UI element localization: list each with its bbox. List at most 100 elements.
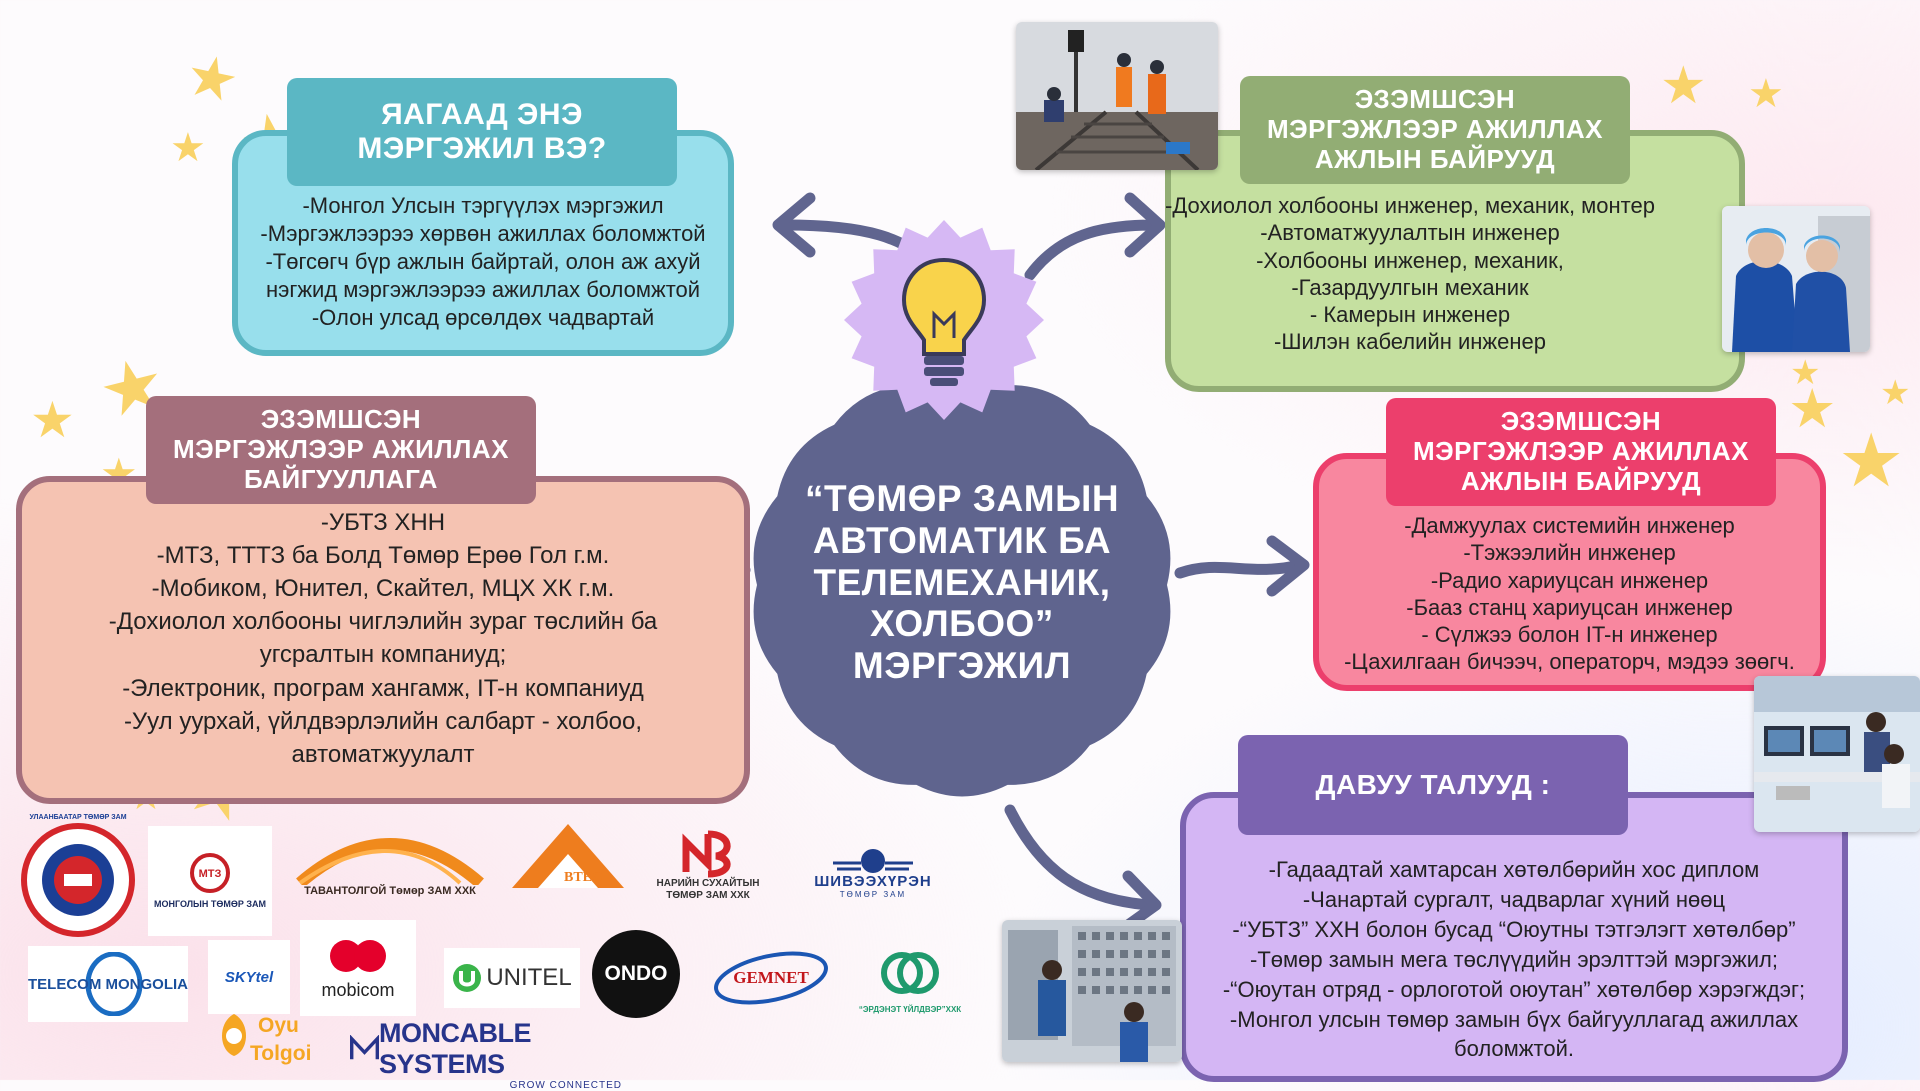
list-item: - Сүлжээ болон IT-н инженер xyxy=(1421,622,1718,648)
advantages-header: ДАВУУ ТАЛУУД : xyxy=(1238,735,1628,835)
jobs-pink-list: -Дамжуулах системийн инженер -Тэжээлийн … xyxy=(1313,512,1826,676)
photo-control-room xyxy=(1754,676,1920,832)
list-item: -Цахилгаан бичээч, операторч, мэдээ зөөг… xyxy=(1344,649,1795,675)
list-item: нэгжид мэргэжлээрээ ажиллах боломжтой xyxy=(265,276,701,302)
logo-skytel: SKYtel xyxy=(208,940,290,1014)
logo-moncable-sub: GROW CONNECTED xyxy=(509,1079,622,1091)
arrow-icon xyxy=(1024,192,1166,281)
jobs-green-header-line: ЭЗЭМШСЭН xyxy=(1354,84,1516,115)
logo-mobicom: mobicom xyxy=(300,920,416,1016)
jobs-green-list: -Дохиолол холбооны инженер, механик, мон… xyxy=(1160,192,1660,356)
logo-gemnet-text: GEMNET xyxy=(733,968,809,987)
star-icon: ★ xyxy=(179,41,245,116)
list-item: -“УБТЗ” ХХН болон бусад “Оюутны тэтгэлэг… xyxy=(1232,916,1796,942)
why-list: -Монгол Улсын тэргүүлэх мэргэжил -Мэргэж… xyxy=(232,192,734,332)
list-item: -Автоматжуулалтын инженер xyxy=(1260,220,1560,246)
list-item: боломжтой. xyxy=(1454,1036,1574,1062)
lightbulb-badge xyxy=(844,220,1044,420)
star-icon: ★ xyxy=(30,392,75,448)
list-item: -Тэжээлийн инженер xyxy=(1463,540,1676,566)
list-item: -Электроник, програм хангамж, IT-н компа… xyxy=(122,674,644,702)
center-title-line: ХОЛБОО” xyxy=(870,603,1054,645)
orgs-header-line: МЭРГЭЖЛЭЭР АЖИЛЛАХ xyxy=(173,434,509,465)
center-title-line: ТЕЛЕМЕХАНИК, xyxy=(813,561,1111,603)
list-item: - Камерын инженер xyxy=(1309,302,1511,328)
star-icon: ★ xyxy=(1660,57,1707,115)
logo-telecom-text: TELECOM MONGOLIA xyxy=(28,975,188,993)
photo-equipment-room xyxy=(1002,920,1182,1062)
photo-railway-workers xyxy=(1016,22,1218,170)
advantages-list: -Гадаадтай хамтарсан хөтөлбөрийн хос дип… xyxy=(1180,855,1848,1064)
logo-erdenet: “ЭРДЭНЭТ ҮЙЛДВЭР”ХХК xyxy=(840,936,980,1022)
center-title-line: АВТОМАТИК БА xyxy=(812,519,1112,561)
logo-nariin-sukhait: НАРИЙН СУХАЙТЫН ТӨМӨР ЗАМ ХХК xyxy=(636,822,780,908)
logo-telecom-mongolia: TELECOM MONGOLIA xyxy=(28,946,188,1022)
logo-skytel-text: SKYtel xyxy=(224,968,274,986)
logo-bteg-text: BTEG xyxy=(564,870,603,885)
list-item: автоматжуулалт xyxy=(291,740,475,768)
list-item: -Холбооны инженер, механик, xyxy=(1256,247,1564,273)
list-item: -Уул уурхай, үйлдвэрлэлийн салбарт - хол… xyxy=(123,707,643,735)
list-item: -Мобиком, Юнител, Скайтел, МЦХ ХК г.м. xyxy=(151,575,615,603)
why-header-line: МЭРГЭЖИЛ ВЭ? xyxy=(357,132,607,165)
jobs-pink-header-line: ЭЗЭМШСЭН xyxy=(1500,406,1662,437)
why-header-line: ЯАГААД ЭНЭ xyxy=(381,97,583,131)
why-header: ЯАГААД ЭНЭ МЭРГЭЖИЛ ВЭ? xyxy=(287,78,677,186)
orgs-header-line: ЭЗЭМШСЭН xyxy=(260,404,422,435)
logo-mtz-mark: МТЗ xyxy=(198,868,222,880)
list-item: -Дохиолол холбооны инженер, механик, мон… xyxy=(1165,193,1655,218)
logo-mtz: МТЗ МОНГОЛЫН ТӨМӨР ЗАМ xyxy=(148,826,272,936)
logo-nariin-text: НАРИЙН СУХАЙТЫН ТӨМӨР ЗАМ ХХК xyxy=(656,878,760,901)
jobs-pink-header-line: МЭРГЭЖЛЭЭР АЖИЛЛАХ xyxy=(1413,436,1749,467)
photo-engineer-phone xyxy=(1722,206,1870,352)
list-item: -Монгол Улсын тэргүүлэх мэргэжил xyxy=(302,193,664,218)
logo-oyu-text: Oyu xyxy=(258,1014,299,1037)
logo-mtz-text: МОНГОЛЫН ТӨМӨР ЗАМ xyxy=(153,899,267,909)
logo-shiveekhuren-sub: ТӨМӨР ЗАМ xyxy=(839,890,907,899)
list-item: -Дохиолол холбооны чиглэлийн зураг төсли… xyxy=(108,608,658,636)
logo-bteg: BTEG xyxy=(508,818,626,894)
star-icon: ★ xyxy=(1748,72,1784,116)
logo-oyu-tolgoi: Oyu Tolgoi xyxy=(214,1006,314,1076)
list-item: -Шилэн кабелийн инженер xyxy=(1274,329,1546,355)
list-item: -Радио хариуцсан инженер xyxy=(1430,567,1709,593)
logo-mobicom-text: mobicom xyxy=(321,979,395,1000)
list-item: -Олон улсад өрсөлдөх чадвартай xyxy=(311,304,655,330)
star-icon: ★ xyxy=(1790,354,1821,392)
logo-tavantolgoi: ТАВАНТОЛГОЙ Төмөр ЗАМ ХХК xyxy=(290,818,490,904)
list-item: -Мэргэжлээрээ хөрвөн ажиллах боломжтой xyxy=(260,220,706,246)
jobs-green-header-line: МЭРГЭЖЛЭЭР АЖИЛЛАХ xyxy=(1267,114,1603,145)
center-badge-shape xyxy=(753,373,1171,797)
list-item: -Бааз станц хариуцсан инженер xyxy=(1406,594,1733,620)
logo-moncable-text: MONCABLE SYSTEMS xyxy=(379,1017,532,1079)
star-icon: ★ xyxy=(1788,379,1837,439)
star-icon: ★ xyxy=(170,126,206,170)
logo-ondo: ONDO xyxy=(592,930,680,1018)
list-item: -Төгсөгч бүр ажлын байртай, олон аж ахуй xyxy=(265,248,701,274)
arrow-icon xyxy=(1004,804,1162,930)
orgs-header-line: БАЙГУУЛЛАГА xyxy=(244,463,438,494)
jobs-green-header-line: АЖЛЫН БАЙРУУД xyxy=(1314,143,1556,174)
list-item: -Чанартай сургалт, чадварлаг хүний нөөц xyxy=(1302,886,1726,912)
logo-shiveekhuren: ШИВЭЭХҮРЭН ТӨМӨР ЗАМ xyxy=(800,836,946,908)
list-item: -Төмөр замын мега төслүүдийн эрэлттэй мэ… xyxy=(1250,946,1778,972)
jobs-pink-header: ЭЗЭМШСЭН МЭРГЭЖЛЭЭР АЖИЛЛАХ АЖЛЫН БАЙРУУ… xyxy=(1386,398,1776,506)
logo-gemnet: GEMNET xyxy=(712,940,830,1016)
logo-erdenet-text: “ЭРДЭНЭТ ҮЙЛДВЭР”ХХК xyxy=(858,1004,962,1014)
lightbulb-icon xyxy=(901,257,987,386)
logo-ondo-text: ONDO xyxy=(604,962,668,985)
orgs-list: -УБТЗ ХНН -МТЗ, ТТТЗ ба Болд Төмөр Ерөө … xyxy=(16,506,750,771)
list-item: -Монгол улсын төмөр замын бүх байгууллаг… xyxy=(1229,1006,1799,1032)
logo-ubtz: УЛААНБААТАР ТӨМӨР ЗАМ xyxy=(18,814,138,944)
list-item: -“Оюутан отряд - орлоготой оюутан” хөтөл… xyxy=(1222,976,1806,1002)
logo-shiveekhuren-text: ШИВЭЭХҮРЭН xyxy=(814,873,932,890)
center-title-line: “ТӨМӨР ЗАМЫН xyxy=(804,478,1120,519)
arrow-icon xyxy=(1174,535,1310,597)
logo-ubtz-text: УЛААНБААТАР ТӨМӨР ЗАМ xyxy=(29,814,127,821)
star-icon: ★ xyxy=(1838,419,1905,502)
list-item: угсралтын компаниуд; xyxy=(259,641,507,669)
orgs-header: ЭЗЭМШСЭН МЭРГЭЖЛЭЭР АЖИЛЛАХ БАЙГУУЛЛАГА xyxy=(146,396,536,504)
center-title: “ТӨМӨР ЗАМЫН АВТОМАТИК БА ТЕЛЕМЕХАНИК, Х… xyxy=(742,478,1182,687)
logo-unitel-text: UNITEL xyxy=(486,964,572,991)
logo-unitel: UNITEL xyxy=(444,948,580,1008)
